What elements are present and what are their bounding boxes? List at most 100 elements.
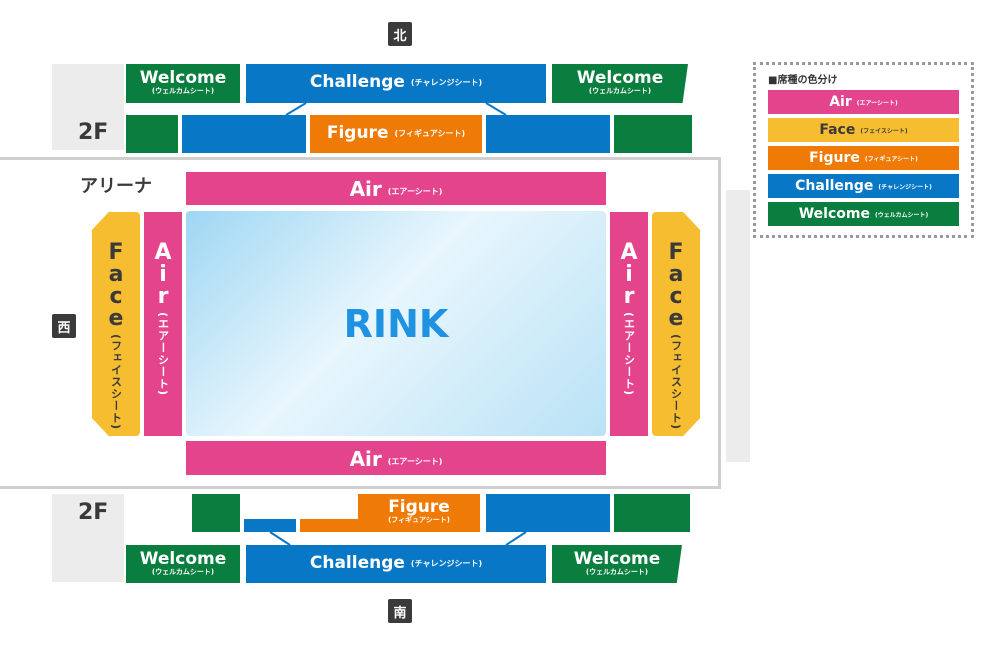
seat-sub: (フェイスシート)	[109, 334, 123, 431]
south-2f-background	[52, 494, 124, 582]
vertical-char: A	[620, 240, 638, 265]
vertical-char: r	[623, 284, 635, 309]
legend-item-face: Face (フェイスシート)	[768, 118, 959, 142]
legend: ■席種の色分け Air (エアーシート) Face (フェイスシート) Figure…	[753, 62, 974, 238]
south-label: 南	[393, 605, 407, 621]
seat-sub: (フィギュアシート)	[388, 516, 450, 524]
north-welcome-block-left[interactable]	[126, 115, 178, 153]
legend-sub: (チャレンジシート)	[878, 183, 932, 191]
seat-name: Challenge	[309, 72, 405, 92]
seat-sub: (ウェルカムシート)	[151, 87, 215, 95]
vertical-char: e	[668, 306, 684, 331]
south-floor-label: 2F	[78, 500, 109, 525]
legend-sub: (フィギュアシート)	[864, 155, 918, 163]
seat-sub: (フェイスシート)	[669, 334, 683, 431]
south-figure-extension[interactable]	[300, 519, 360, 532]
legend-name: Challenge	[795, 178, 874, 194]
seat-name: Figure	[326, 123, 389, 143]
north-marker: 北	[388, 22, 412, 46]
seat-sub: (チャレンジシート)	[410, 559, 483, 568]
vertical-char: i	[159, 262, 167, 287]
vertical-char: a	[668, 262, 684, 287]
north-label: 北	[393, 28, 407, 44]
seat-name: Welcome	[139, 549, 227, 569]
north-connector-left	[285, 102, 307, 116]
south-welcome-block-right[interactable]	[614, 494, 690, 532]
legend-item-welcome: Welcome (ウェルカムシート)	[768, 202, 959, 226]
south-challenge-block-right[interactable]	[486, 494, 610, 532]
north-welcome-right[interactable]: Welcome (ウェルカムシート)	[552, 64, 688, 103]
legend-title: ■席種の色分け	[768, 75, 838, 86]
seat-sub: (エアーシート)	[387, 457, 443, 466]
seat-sub: (ウェルカムシート)	[585, 568, 649, 576]
seat-sub: (エアーシート)	[387, 187, 443, 196]
south-challenge-small[interactable]	[244, 519, 296, 532]
vertical-char: F	[108, 240, 124, 265]
arena-air-south[interactable]: Air (エアーシート)	[186, 441, 606, 475]
rink-label: RINK	[343, 301, 449, 346]
south-welcome-right[interactable]: Welcome (ウェルカムシート)	[552, 545, 682, 583]
seat-sub: (ウェルカムシート)	[588, 87, 652, 95]
legend-item-challenge: Challenge (チャレンジシート)	[768, 174, 959, 198]
legend-name: Welcome	[798, 206, 870, 222]
south-connector-right	[505, 531, 527, 546]
legend-name: Face	[819, 122, 856, 138]
seat-sub: (チャレンジシート)	[410, 78, 483, 87]
seat-name: Challenge	[309, 553, 405, 573]
north-connector-right	[485, 102, 507, 116]
rink: RINK	[186, 211, 606, 436]
east-background	[726, 190, 750, 462]
vertical-char: c	[109, 284, 123, 309]
north-challenge-block-left[interactable]	[182, 115, 306, 153]
north-figure[interactable]: Figure (フィギュアシート)	[310, 115, 482, 153]
vertical-char: c	[669, 284, 683, 309]
legend-sub: (エアーシート)	[856, 99, 898, 107]
legend-item-air: Air (エアーシート)	[768, 90, 959, 114]
arena-outline	[0, 157, 721, 489]
seat-sub: (エアーシート)	[622, 312, 636, 397]
north-challenge-block-right[interactable]	[486, 115, 610, 153]
seat-sub: (フィギュアシート)	[394, 129, 466, 138]
north-welcome-left[interactable]: Welcome (ウェルカムシート)	[126, 64, 240, 103]
south-challenge[interactable]: Challenge (チャレンジシート)	[246, 545, 546, 583]
arena-label: アリーナ	[80, 176, 152, 197]
vertical-char: e	[108, 306, 124, 331]
seat-name: Air	[349, 177, 382, 201]
north-2f-background	[52, 64, 124, 150]
north-welcome-block-right[interactable]	[614, 115, 692, 153]
arena-air-north[interactable]: Air (エアーシート)	[186, 172, 606, 205]
vertical-char: A	[154, 240, 172, 265]
south-welcome-block-left[interactable]	[192, 494, 240, 532]
south-connector-left	[269, 531, 291, 546]
vertical-char: a	[108, 262, 124, 287]
vertical-char: F	[668, 240, 684, 265]
seat-name: Air	[349, 447, 382, 471]
vertical-char: i	[625, 262, 633, 287]
seat-name: Welcome	[576, 68, 664, 88]
west-marker: 西	[52, 314, 76, 338]
south-figure[interactable]: Figure (フィギュアシート)	[358, 494, 480, 532]
seat-name: Welcome	[139, 68, 227, 88]
north-challenge[interactable]: Challenge (チャレンジシート)	[246, 64, 546, 103]
legend-item-figure: Figure(フィギュアシート)	[768, 146, 959, 170]
legend-sub: (フェイスシート)	[860, 127, 908, 135]
north-floor-label: 2F	[78, 120, 109, 145]
seat-name: Welcome	[573, 549, 661, 569]
legend-name: Air	[829, 94, 852, 110]
west-label: 西	[57, 320, 71, 336]
seat-sub: (エアーシート)	[156, 312, 170, 397]
south-marker: 南	[388, 599, 412, 623]
vertical-char: r	[157, 284, 169, 309]
seat-sub: (ウェルカムシート)	[151, 568, 215, 576]
south-welcome-left[interactable]: Welcome (ウェルカムシート)	[126, 545, 240, 583]
legend-sub: (ウェルカムシート)	[874, 211, 929, 219]
